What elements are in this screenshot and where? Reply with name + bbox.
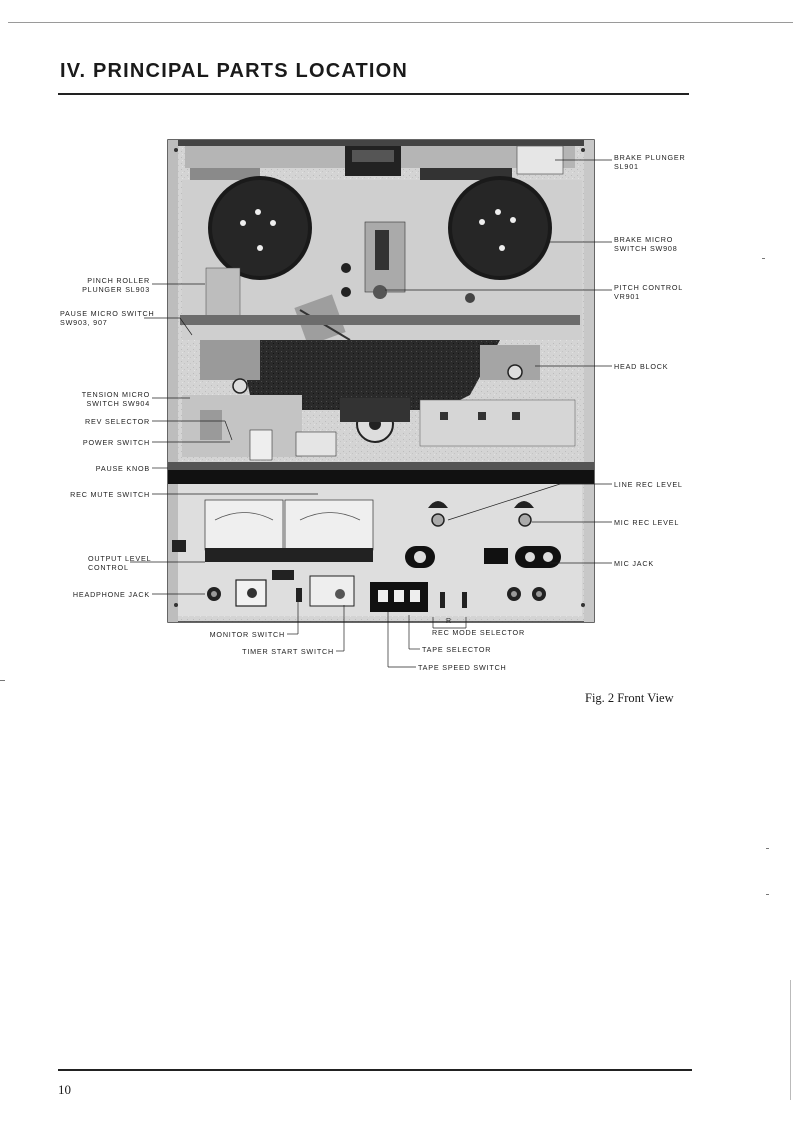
page-number: 10 (58, 1082, 71, 1098)
label-tape-selector: TAPE SELECTOR (422, 645, 491, 654)
label-monitor-switch: MONITOR SWITCH (210, 630, 285, 639)
label-r-marker: R (446, 617, 452, 626)
figure-caption: Fig. 2 Front View (585, 691, 674, 706)
label-headphone-jack: HEADPHONE JACK (73, 590, 150, 599)
scan-mark (766, 848, 769, 849)
label-timer-start-switch: TIMER START SWITCH (242, 647, 334, 656)
label-head-block: HEAD BLOCK (614, 362, 668, 371)
footer-rule (58, 1069, 692, 1071)
label-power-switch: POWER SWITCH (83, 438, 150, 447)
label-tape-speed-switch: TAPE SPEED SWITCH (418, 663, 507, 672)
label-mic-rec-level: MIC REC LEVEL (614, 518, 679, 527)
label-rec-mode-selector: REC MODE SELECTOR (432, 628, 525, 637)
scan-mark (0, 680, 5, 681)
scan-mark (762, 258, 765, 259)
label-mic-jack: MIC JACK (614, 559, 654, 568)
label-rec-mute-switch: REC MUTE SWITCH (70, 490, 150, 499)
label-line-rec-level: LINE REC LEVEL (614, 480, 683, 489)
label-pause-knob: PAUSE KNOB (96, 464, 150, 473)
scan-mark (766, 894, 769, 895)
label-rev-selector: REV SELECTOR (85, 417, 150, 426)
scan-edge (790, 980, 791, 1100)
